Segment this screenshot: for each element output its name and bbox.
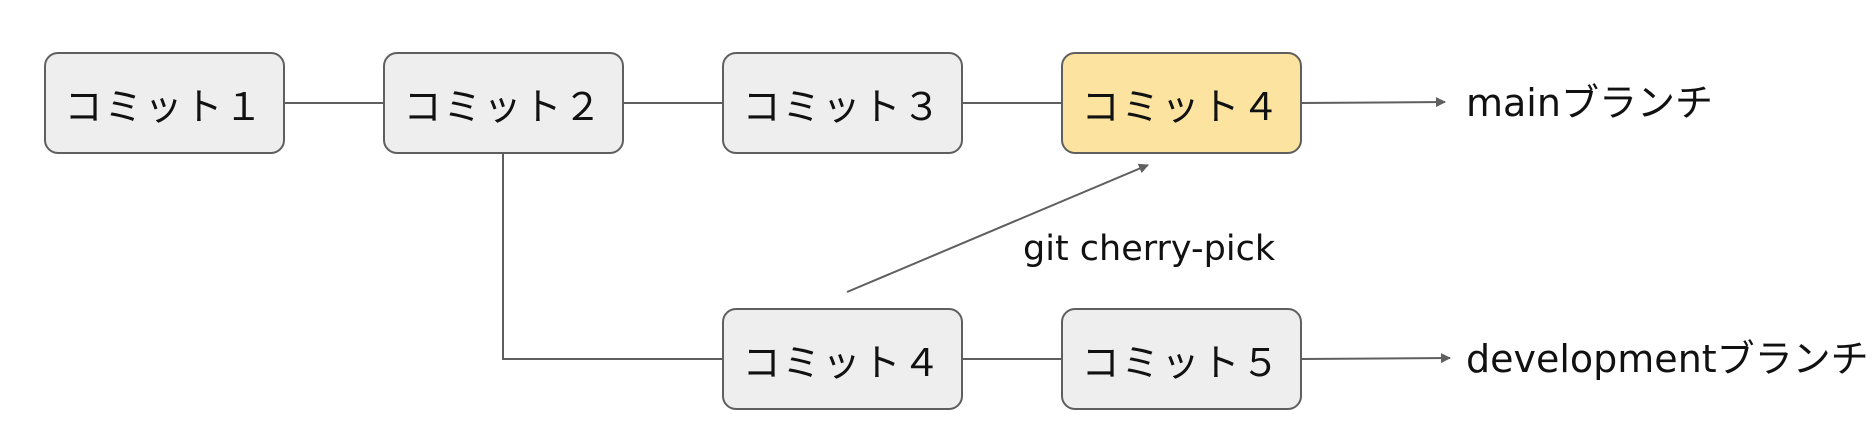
commit-4-dev-node: コミット４	[722, 308, 963, 410]
commit-4-main-node: コミット４	[1061, 52, 1302, 154]
commit-5-label: コミット５	[1081, 340, 1282, 385]
main-arrow	[1301, 97, 1446, 108]
commit-1-node: コミット１	[44, 52, 285, 154]
commit-3-node: コミット３	[722, 52, 963, 154]
commit-4-dev-label: コミット４	[742, 340, 943, 385]
edge-c2-branch	[502, 154, 722, 360]
development-arrow	[1301, 353, 1451, 364]
cherry-pick-arrow	[846, 163, 1149, 293]
commit-5-node: コミット５	[1061, 308, 1302, 410]
development-branch-label: developmentブランチ	[1466, 337, 1869, 381]
commit-4-main-label: コミット４	[1081, 84, 1282, 129]
commit-2-label: コミット２	[403, 84, 604, 129]
main-branch-label: mainブランチ	[1466, 81, 1713, 125]
cherry-pick-label: git cherry-pick	[1023, 229, 1276, 269]
commit-2-node: コミット２	[383, 52, 624, 154]
commit-1-label: コミット１	[64, 84, 265, 129]
commit-3-label: コミット３	[742, 84, 943, 129]
